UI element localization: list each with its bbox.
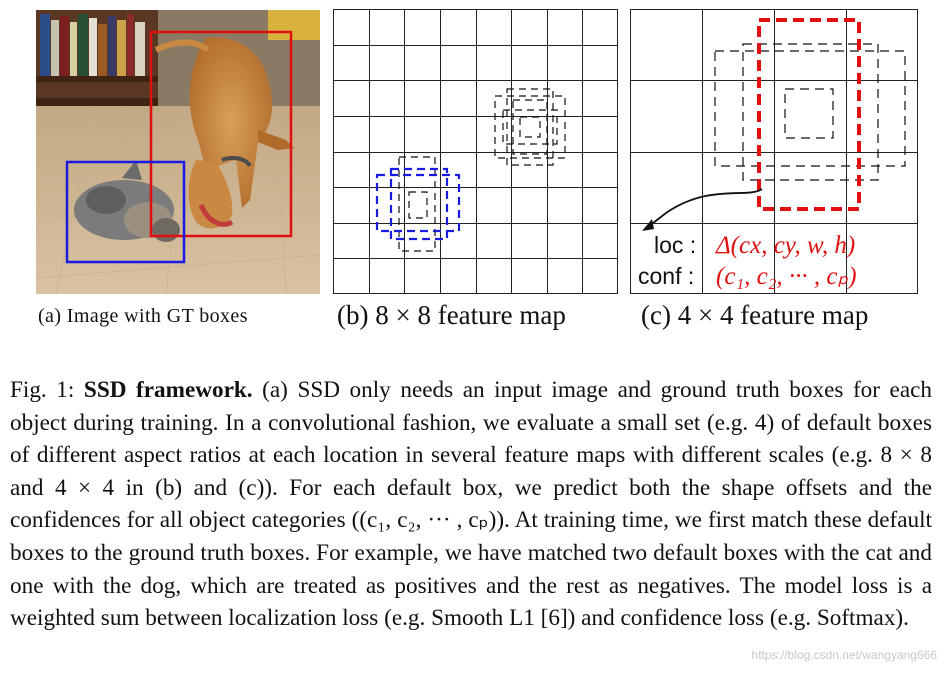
caption-panel-c: (c) 4 × 4 feature map [641,300,869,330]
matched-cat-default-boxes [375,167,461,241]
caption-panel-a: (a) Image with GT boxes [38,305,248,327]
feature-map-8x8 [333,9,618,294]
arrow-icon [642,188,763,231]
default-boxes-cluster-2 [398,156,436,252]
conf-value: (c₁, c₂, ··· , cₚ) [716,263,857,290]
photo-with-gt-boxes [36,10,320,294]
default-boxes [714,43,906,181]
cat-gt-box [65,160,186,264]
figure-body: (a) SSD only needs an input image and gr… [10,377,933,632]
dog-gt-box [149,30,293,238]
loc-value: Δ(cx, cy, w, h) [715,232,855,259]
figure-caption: Fig. 1: SSD framework. (a) SSD only need… [10,374,932,635]
caption-panel-b: (b) 8 × 8 feature map [337,300,566,330]
figure-title: SSD framework. [83,377,253,403]
feature-map-4x4: loc : Δ(cx, cy, w, h) conf : (c₁, c₂, ··… [630,9,918,294]
default-boxes-cluster-1 [494,88,566,166]
grid-8x8 [333,9,618,294]
matched-dog-default-box [757,18,861,211]
bookshelf [36,10,158,106]
watermark: https://blog.csdn.net/wangyang666 [751,648,937,662]
conf-label: conf : [638,263,694,289]
dog [154,37,294,229]
figure-label: Fig. 1: [10,377,75,403]
grid-4x4 [630,9,918,294]
loc-label: loc : [654,232,696,258]
